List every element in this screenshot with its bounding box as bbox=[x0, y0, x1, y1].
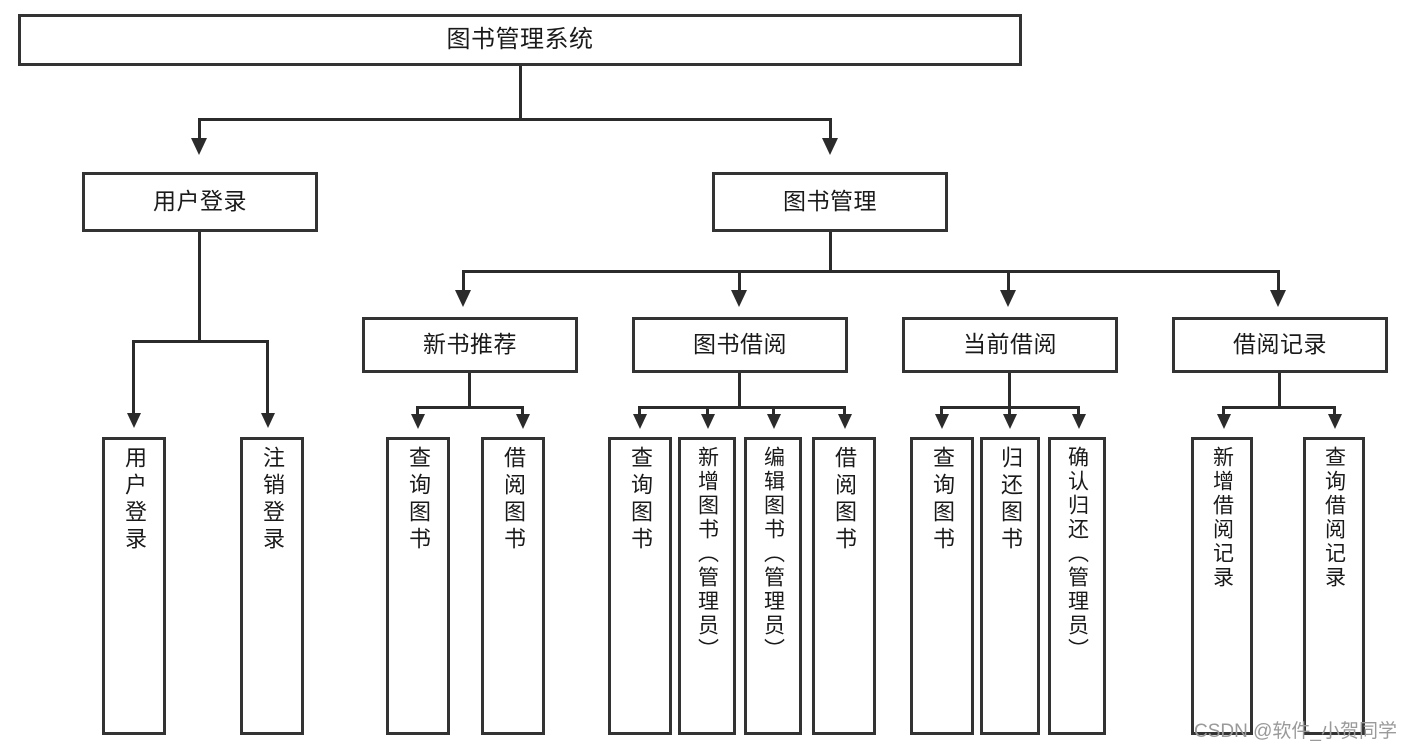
connector-user-login-stem bbox=[198, 232, 201, 342]
arrowhead-leaf-user-login-2 bbox=[261, 413, 275, 428]
connector-current-borrow-drop-3 bbox=[1077, 406, 1080, 416]
connector-drop-user-login bbox=[198, 118, 201, 140]
arrowhead-leaf-book-borrow-4 bbox=[838, 414, 852, 429]
node-label: 新书推荐 bbox=[423, 331, 517, 358]
node-label: 图书管理系统 bbox=[446, 25, 594, 53]
watermark-text: CSDN @软件_小贺同学 bbox=[1194, 721, 1397, 742]
connector-user-login-drop-1 bbox=[132, 340, 135, 415]
node-label: 查询图书 bbox=[930, 446, 955, 554]
node-label: 查询图书 bbox=[406, 446, 431, 554]
connector-new-book-bus bbox=[416, 406, 524, 409]
node-label: 注销登录 bbox=[260, 446, 285, 554]
arrowhead-leaf-user-login-1 bbox=[127, 413, 141, 428]
connector-current-borrow-drop-2 bbox=[1008, 406, 1011, 416]
leaf-current-borrow-return[interactable]: 归还图书 bbox=[980, 437, 1040, 735]
connector-current-borrow-drop-1 bbox=[940, 406, 943, 416]
connector-l3-drop-1 bbox=[462, 270, 465, 292]
node-label: 用户登录 bbox=[153, 188, 247, 215]
connector-book-borrow-bus bbox=[638, 406, 846, 409]
node-borrow-record[interactable]: 借阅记录 bbox=[1172, 317, 1388, 373]
connector-borrow-record-drop-1 bbox=[1222, 406, 1225, 416]
node-book-borrow[interactable]: 图书借阅 bbox=[632, 317, 848, 373]
connector-book-borrow-drop-1 bbox=[638, 406, 641, 416]
arrowhead-leaf-new-book-1 bbox=[411, 414, 425, 429]
arrowhead-leaf-borrow-record-1 bbox=[1217, 414, 1231, 429]
connector-root-stem bbox=[519, 66, 522, 118]
arrowhead-leaf-current-borrow-1 bbox=[935, 414, 949, 429]
connector-borrow-record-bus bbox=[1222, 406, 1336, 409]
connector-book-borrow-drop-2 bbox=[706, 406, 709, 416]
arrowhead-leaf-new-book-2 bbox=[516, 414, 530, 429]
leaf-book-borrow-query[interactable]: 查询图书 bbox=[608, 437, 672, 735]
node-user-login[interactable]: 用户登录 bbox=[82, 172, 318, 232]
node-label: 用户登录 bbox=[122, 446, 147, 554]
connector-borrow-record-stem bbox=[1278, 373, 1281, 408]
node-label: 当前借阅 bbox=[963, 331, 1057, 358]
arrowhead-leaf-current-borrow-2 bbox=[1003, 414, 1017, 429]
connector-current-borrow-stem bbox=[1008, 373, 1011, 408]
connector-l3-drop-4 bbox=[1277, 270, 1280, 292]
node-current-borrow[interactable]: 当前借阅 bbox=[902, 317, 1118, 373]
node-label: 查询图书 bbox=[628, 446, 653, 554]
connector-borrow-record-drop-2 bbox=[1333, 406, 1336, 416]
node-label: 新增借阅记录 bbox=[1210, 446, 1234, 590]
connector-book-borrow-drop-3 bbox=[772, 406, 775, 416]
leaf-current-borrow-query[interactable]: 查询图书 bbox=[910, 437, 974, 735]
node-new-book-recommend[interactable]: 新书推荐 bbox=[362, 317, 578, 373]
node-label: 借阅记录 bbox=[1233, 331, 1327, 358]
leaf-current-borrow-confirm[interactable]: 确认归还（管理员） bbox=[1048, 437, 1106, 735]
leaf-user-login-logout[interactable]: 注销登录 bbox=[240, 437, 304, 735]
node-label: 借阅图书 bbox=[501, 446, 526, 554]
connector-book-borrow-stem bbox=[738, 373, 741, 408]
connector-user-login-drop-2 bbox=[266, 340, 269, 415]
arrowhead-leaf-book-borrow-3 bbox=[767, 414, 781, 429]
connector-drop-book-manage bbox=[829, 118, 832, 140]
node-label: 借阅图书 bbox=[832, 446, 857, 554]
arrowhead-l3-borrow-record bbox=[1270, 290, 1286, 307]
connector-book-manage-bus bbox=[462, 270, 1280, 273]
node-label: 查询借阅记录 bbox=[1322, 446, 1346, 590]
arrowhead-l3-current-borrow bbox=[1000, 290, 1016, 307]
connector-root-bus bbox=[198, 118, 832, 121]
arrowhead-leaf-current-borrow-3 bbox=[1072, 414, 1086, 429]
arrowhead-l3-new-book bbox=[455, 290, 471, 307]
node-label: 确认归还（管理员） bbox=[1065, 446, 1089, 662]
leaf-borrow-record-add[interactable]: 新增借阅记录 bbox=[1191, 437, 1253, 735]
leaf-book-borrow-edit[interactable]: 编辑图书（管理员） bbox=[744, 437, 802, 735]
arrowhead-leaf-book-borrow-2 bbox=[701, 414, 715, 429]
connector-new-book-drop-2 bbox=[521, 406, 524, 416]
connector-book-borrow-drop-4 bbox=[843, 406, 846, 416]
leaf-user-login-login[interactable]: 用户登录 bbox=[102, 437, 166, 735]
node-root-system[interactable]: 图书管理系统 bbox=[18, 14, 1022, 66]
node-label: 编辑图书（管理员） bbox=[761, 446, 785, 662]
node-label: 图书管理 bbox=[783, 188, 877, 215]
leaf-new-book-borrow[interactable]: 借阅图书 bbox=[481, 437, 545, 735]
node-label: 新增图书（管理员） bbox=[695, 446, 719, 662]
leaf-new-book-query[interactable]: 查询图书 bbox=[386, 437, 450, 735]
node-label: 归还图书 bbox=[998, 446, 1023, 554]
arrowhead-leaf-borrow-record-2 bbox=[1328, 414, 1342, 429]
connector-l3-drop-3 bbox=[1007, 270, 1010, 292]
node-label: 图书借阅 bbox=[693, 331, 787, 358]
leaf-book-borrow-borrow[interactable]: 借阅图书 bbox=[812, 437, 876, 735]
leaf-book-borrow-add[interactable]: 新增图书（管理员） bbox=[678, 437, 736, 735]
leaf-borrow-record-query[interactable]: 查询借阅记录 bbox=[1303, 437, 1365, 735]
arrowhead-l3-book-borrow bbox=[731, 290, 747, 307]
connector-new-book-drop-1 bbox=[416, 406, 419, 416]
connector-new-book-stem bbox=[468, 373, 471, 408]
arrowhead-leaf-book-borrow-1 bbox=[633, 414, 647, 429]
connector-l3-drop-2 bbox=[738, 270, 741, 292]
node-book-management[interactable]: 图书管理 bbox=[712, 172, 948, 232]
connector-book-manage-stem bbox=[829, 232, 832, 272]
arrowhead-user-login bbox=[191, 138, 207, 155]
arrowhead-book-manage bbox=[822, 138, 838, 155]
connector-user-login-bus bbox=[132, 340, 269, 343]
